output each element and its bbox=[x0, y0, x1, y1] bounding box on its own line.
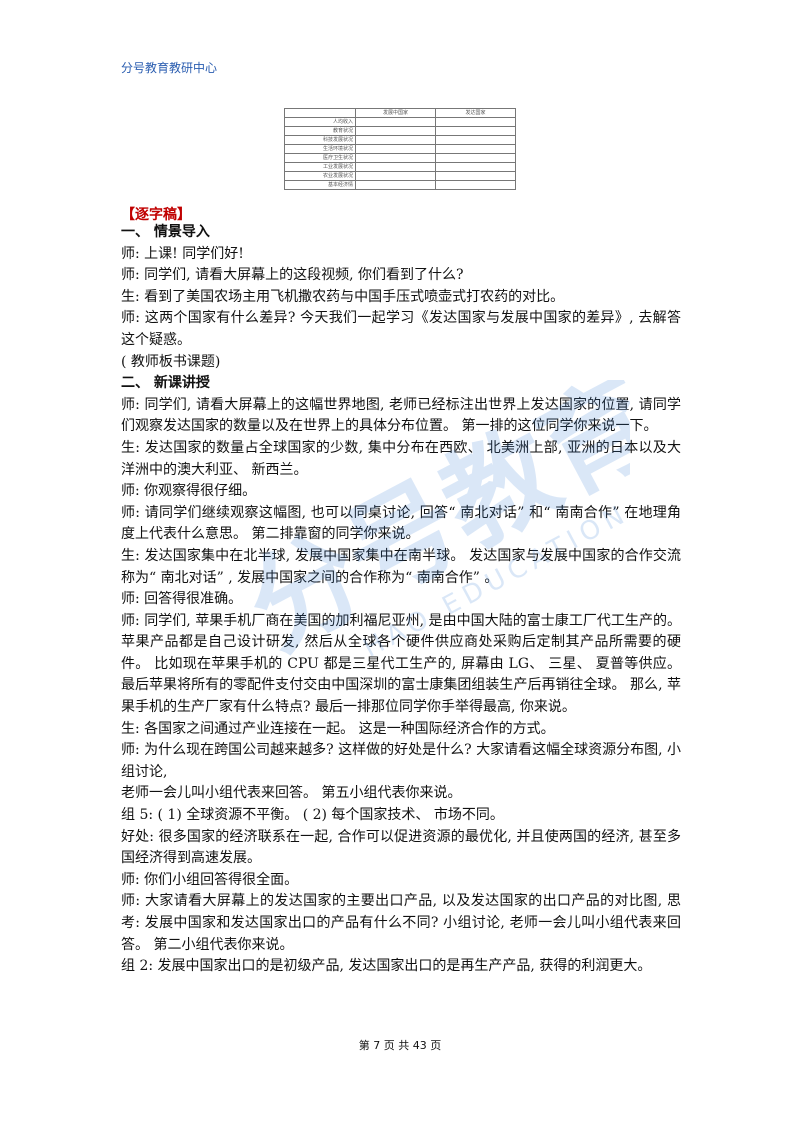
transcript-paragraph: 生: 发达国家集中在北半球, 发展中国家集中在南半球。 发达国家与发展中国家的合… bbox=[121, 547, 681, 586]
table-cell bbox=[354, 162, 437, 172]
table-cell bbox=[354, 153, 437, 163]
table-cell bbox=[354, 180, 437, 190]
table-row: 农业发展状况 bbox=[284, 171, 516, 181]
transcript-paragraph: 组 5: ( 1) 全球资源不平衡。 ( 2) 每个国家技术、 市场不同。 bbox=[121, 807, 504, 824]
transcript-paragraph: ( 教师板书课题) bbox=[121, 353, 221, 370]
table-row: 工业发展状况 bbox=[284, 162, 516, 172]
table-header-cell: 发达国家 bbox=[435, 108, 516, 118]
table-cell bbox=[435, 162, 516, 172]
comparison-table: 发展中国家发达国家人均收入教育状况科技发展状况生活环境状况医疗卫生状况工业发展状… bbox=[284, 108, 516, 190]
transcript-paragraph: 师: 同学们, 苹果手机厂商在美国的加利福尼亚州, 是由中国大陆的富士康工厂代工… bbox=[121, 612, 681, 716]
transcript-paragraph: 师: 同学们, 请看大屏幕上的这幅世界地图, 老师已经标注出世界上发达国家的位置… bbox=[121, 396, 681, 435]
table-row: 教育状况 bbox=[284, 126, 516, 136]
header-org-name: 分号教育教研中心 bbox=[121, 61, 218, 75]
table-cell bbox=[435, 126, 516, 136]
section-heading: 一、 情景导入 bbox=[121, 224, 210, 240]
section-heading: 二、 新课讲授 bbox=[121, 375, 210, 392]
table-header-row: 发展中国家发达国家 bbox=[284, 108, 516, 118]
transcript-body: 一、 情景导入师: 上课! 同学们好! 师: 同学们, 请看大屏幕上的这段视频, … bbox=[121, 222, 681, 978]
table-row: 生活环境状况 bbox=[284, 144, 516, 154]
transcript-paragraph: 师: 你们小组回答得很全面。 bbox=[121, 871, 299, 888]
transcript-paragraph: 生: 各国家之间通过产业连接在一起。 这是一种国际经济合作的方式。 bbox=[121, 720, 555, 737]
transcript-paragraph: 组 2: 发展中国家出口的是初级产品, 发达国家出口的是再生产产品, 获得的利润… bbox=[121, 958, 652, 975]
transcript-paragraph: 老师一会儿叫小组代表来回答。 第五小组代表你来说。 bbox=[121, 785, 462, 802]
transcript-paragraph: 师: 请同学们继续观察这幅图, 也可以同桌讨论, 回答“ 南北对话” 和“ 南南… bbox=[121, 504, 681, 543]
table-row-label: 工业发展状况 bbox=[284, 162, 356, 172]
transcript-paragraph: 师: 同学们, 请看大屏幕上的这段视频, 你们看到了什么? bbox=[121, 267, 464, 284]
table-row: 科技发展状况 bbox=[284, 135, 516, 145]
transcript-paragraph: 师: 你观察得很仔细。 bbox=[121, 483, 257, 500]
table-row: 医疗卫生状况 bbox=[284, 153, 516, 163]
transcript-paragraph: 生: 看到了美国农场主用飞机撒农药与中国手压式喷壶式打农药的对比。 bbox=[121, 288, 565, 305]
table-row-label: 科技发展状况 bbox=[284, 135, 356, 145]
table-row-label: 生活环境状况 bbox=[284, 144, 356, 154]
transcript-paragraph: 师: 为什么现在跨国公司越来越多? 这样做的好处是什么? 大家请看这幅全球资源分… bbox=[121, 742, 681, 780]
table-cell bbox=[354, 135, 437, 145]
table-cell bbox=[354, 171, 437, 181]
table-cell bbox=[354, 144, 437, 154]
table-row-label: 人均收入 bbox=[284, 117, 356, 127]
transcript-paragraph: 师: 大家请看大屏幕上的发达国家的主要出口产品, 以及发达国家的出口产品的对比图… bbox=[121, 893, 681, 953]
transcript-paragraph: 好处: 很多国家的经济联系在一起, 合作可以促进资源的最优化, 并且使两国的经济… bbox=[121, 828, 681, 867]
table-row-label: 基本经济情 bbox=[284, 180, 356, 190]
table-row-label: 医疗卫生状况 bbox=[284, 153, 356, 163]
transcript-paragraph: 师: 上课! 同学们好! bbox=[121, 245, 244, 262]
table-row: 人均收入 bbox=[284, 117, 516, 127]
transcript-paragraph: 师: 这两个国家有什么差异? 今天我们一起学习《发达国家与发展中国家的差异》, … bbox=[121, 310, 681, 348]
table-cell bbox=[435, 135, 516, 145]
table-row-label: 农业发展状况 bbox=[284, 171, 356, 181]
table-cell bbox=[354, 117, 437, 127]
table-row-label: 教育状况 bbox=[284, 126, 356, 136]
table-row: 基本经济情 bbox=[284, 180, 516, 190]
table-header-cell bbox=[284, 108, 356, 118]
table-cell bbox=[435, 171, 516, 181]
table-header-cell: 发展中国家 bbox=[354, 108, 437, 118]
transcript-paragraph: 生: 发达国家的数量占全球国家的少数, 集中分布在西欧、 北美洲上部, 亚洲的日… bbox=[121, 439, 681, 478]
page-footer: 第 7 页 共 43 页 bbox=[358, 1039, 442, 1052]
table-cell bbox=[435, 117, 516, 127]
transcript-paragraph: 师: 回答得很准确。 bbox=[121, 591, 243, 608]
table-cell bbox=[435, 144, 516, 154]
table-cell bbox=[354, 126, 437, 136]
table-cell bbox=[435, 180, 516, 190]
section-tag: 【逐字稿】 bbox=[121, 207, 191, 223]
table-cell bbox=[435, 153, 516, 163]
